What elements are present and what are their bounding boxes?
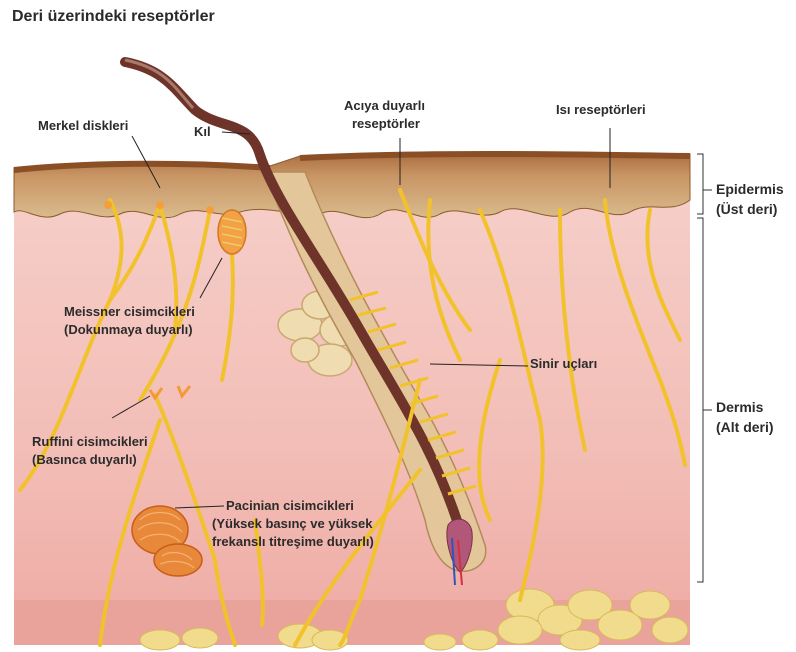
label-ruffini-2: (Basınca duyarlı) [32,452,137,468]
label-pacinian-2: (Yüksek basınç ve yüksek [212,516,372,532]
label-aciya-2: reseptörler [352,116,420,132]
layer-dermis-1: Dermis [716,398,763,416]
label-kil: Kıl [194,124,211,140]
label-meissner-1: Meissner cisimcikleri [64,304,195,320]
label-ruffini-1: Ruffini cisimcikleri [32,434,148,450]
label-merkel: Merkel diskleri [38,118,128,134]
label-aciya-1: Acıya duyarlı [344,98,425,114]
layer-epidermis-1: Epidermis [716,180,784,198]
layer-brackets [697,154,712,582]
label-isi: Isı reseptörleri [556,102,646,118]
label-pacinian-1: Pacinian cisimcikleri [226,498,354,514]
label-meissner-2: (Dokunmaya duyarlı) [64,322,193,338]
meissner-corpuscle [218,210,246,254]
label-pacinian-3: frekanslı titreşime duyarlı) [212,534,374,550]
layer-epidermis-2: (Üst deri) [716,200,777,218]
layer-dermis-2: (Alt deri) [716,418,774,436]
label-sinir: Sinir uçları [530,356,597,372]
dermis-layer [14,175,690,645]
